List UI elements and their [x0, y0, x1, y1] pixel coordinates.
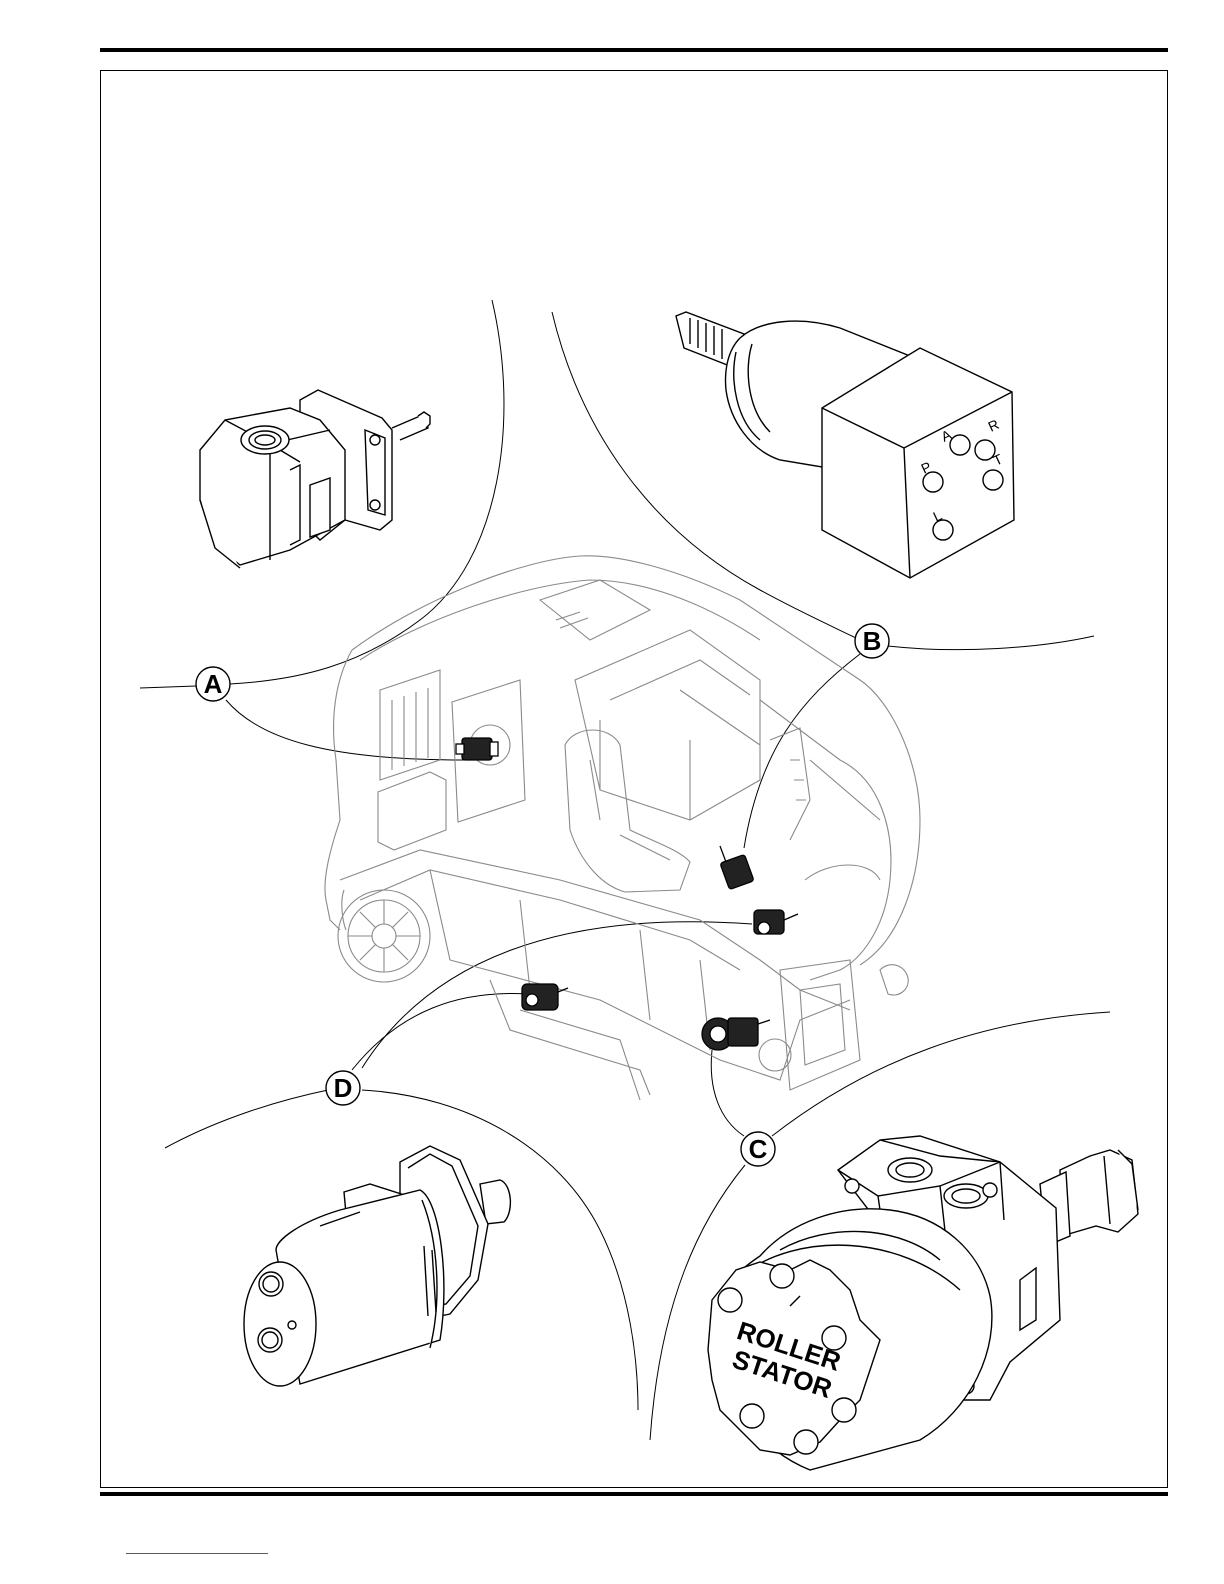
- callout-c: C: [741, 1132, 775, 1166]
- highlighted-components: [456, 738, 798, 1050]
- component-b-on-machine: [720, 846, 754, 890]
- callout-d: D: [326, 1071, 360, 1105]
- arc-a-left: [140, 686, 196, 688]
- detail-c-roller-stator-motor: [708, 1136, 1138, 1470]
- leader-b: [744, 654, 860, 848]
- leader-d1: [352, 994, 528, 1070]
- machine-left-vents: [380, 670, 440, 780]
- leader-lines: [226, 654, 860, 1136]
- machine-wheel: [338, 890, 430, 982]
- sweeper-machine: [325, 556, 920, 1100]
- machine-battery: [378, 772, 446, 850]
- component-a-on-machine: [456, 738, 498, 760]
- arc-b-right: [888, 636, 1094, 650]
- machine-engine-cover: [575, 630, 760, 820]
- machine-right-panel: [780, 960, 860, 1090]
- machine-caster: [759, 1039, 791, 1071]
- component-d-lower-on-machine: [522, 984, 568, 1010]
- arc-d: [165, 1090, 328, 1148]
- machine-right-knob: [880, 965, 908, 995]
- arc-c-right: [772, 1012, 1110, 1136]
- component-d-upper-on-machine: [754, 910, 798, 934]
- machine-top-panel: [540, 580, 650, 640]
- detail-d-hydraulic-motor: [244, 1146, 510, 1386]
- detail-b-steering-valve: [676, 312, 1014, 578]
- machine-rear-ladder: [770, 728, 810, 840]
- callout-d-label: D: [334, 1073, 353, 1103]
- callout-b-label: B: [863, 626, 882, 656]
- machine-seat: [565, 730, 690, 892]
- detail-a-gear-pump: [200, 390, 430, 568]
- component-c-on-machine: [702, 1018, 770, 1050]
- callout-b: B: [855, 624, 889, 658]
- callout-a: A: [196, 667, 230, 701]
- callout-a-label: A: [204, 669, 223, 699]
- machine-side-brush-arm: [326, 890, 346, 930]
- callout-c-label: C: [749, 1134, 768, 1164]
